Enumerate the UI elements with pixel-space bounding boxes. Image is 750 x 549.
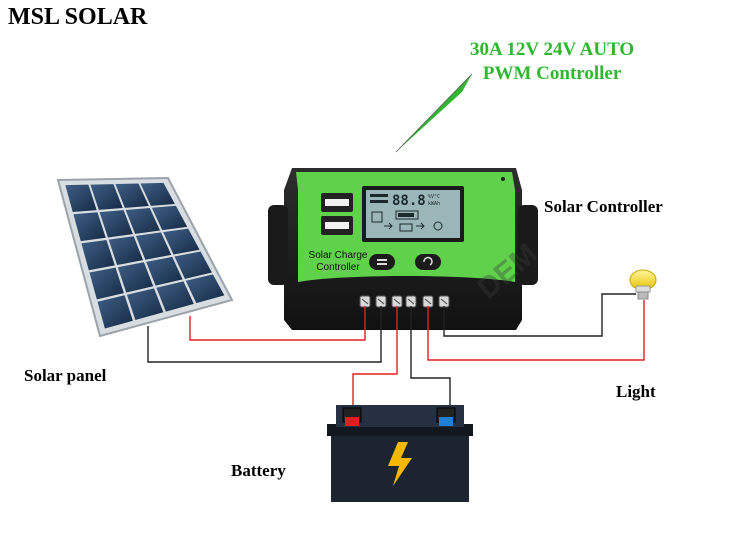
solar-cell — [97, 295, 133, 329]
solar-cell — [81, 239, 115, 271]
load-positive-wire — [427, 300, 645, 361]
solar-cell — [185, 274, 225, 304]
battery-positive-terminal — [345, 417, 359, 426]
solar-controller-label: Solar Controller — [544, 197, 663, 216]
solar-cell — [89, 267, 124, 300]
return-button[interactable] — [415, 254, 441, 270]
lightning-bolt-icon — [388, 442, 412, 486]
light-label: Light — [616, 382, 656, 401]
solar-cell — [108, 236, 144, 265]
battery-positive-wire — [352, 306, 398, 408]
solar-cell — [73, 212, 106, 242]
light-bulb — [629, 269, 657, 300]
solar-cell — [174, 251, 212, 279]
load-negative-wire — [443, 293, 636, 337]
battery — [327, 405, 473, 502]
solar-cell — [151, 205, 188, 231]
solar-cell — [117, 262, 154, 293]
panel-negative-wire — [147, 306, 382, 363]
controller-face-line1: Solar Charge — [309, 250, 368, 261]
solar-cell — [90, 184, 123, 210]
solar-cell — [126, 288, 164, 321]
wires — [147, 293, 645, 408]
solar-panel-label: Solar panel — [24, 366, 107, 385]
terminal-block — [359, 295, 450, 308]
lcd-units-top: %V°C — [428, 194, 440, 200]
menu-button[interactable] — [369, 254, 395, 270]
controller-face-line2: Controller — [316, 262, 360, 273]
solar-controller: 88.8 %V°C kWAh Solar Charge Controller — [268, 168, 544, 330]
battery-label: Battery — [231, 461, 286, 480]
solar-cell — [99, 210, 133, 238]
panel-positive-wire — [189, 306, 366, 341]
solar-cell — [135, 232, 172, 260]
solar-cell — [156, 281, 194, 312]
lcd-units-bottom: kWAh — [428, 201, 440, 207]
solar-cell — [65, 184, 97, 212]
terminal-slot — [424, 298, 432, 305]
terminal-slot — [440, 298, 448, 305]
product-title-line2: PWM Controller — [482, 63, 622, 84]
usb-ports — [321, 193, 353, 235]
solar-cell — [163, 228, 200, 255]
brand-title: MSL SOLAR — [8, 4, 148, 30]
terminal-slot — [377, 298, 385, 305]
solar-panel — [56, 176, 234, 338]
solar-cell — [125, 207, 161, 234]
product-title: 30A 12V 24V AUTO PWM Controller — [470, 38, 634, 86]
product-title-line1: 30A 12V 24V AUTO — [470, 39, 635, 60]
lcd-display: 88.8 %V°C kWAh — [362, 186, 464, 242]
solar-cell — [115, 183, 149, 208]
terminal-slot — [407, 298, 415, 305]
battery-negative-terminal — [439, 417, 453, 426]
lcd-value: 88.8 — [392, 193, 426, 209]
solar-cell — [140, 182, 175, 206]
battery-negative-wire — [410, 306, 451, 408]
solar-cell — [146, 256, 183, 286]
solar-cells — [65, 182, 225, 329]
terminal-slot — [361, 298, 369, 305]
terminal-slot — [393, 298, 401, 305]
